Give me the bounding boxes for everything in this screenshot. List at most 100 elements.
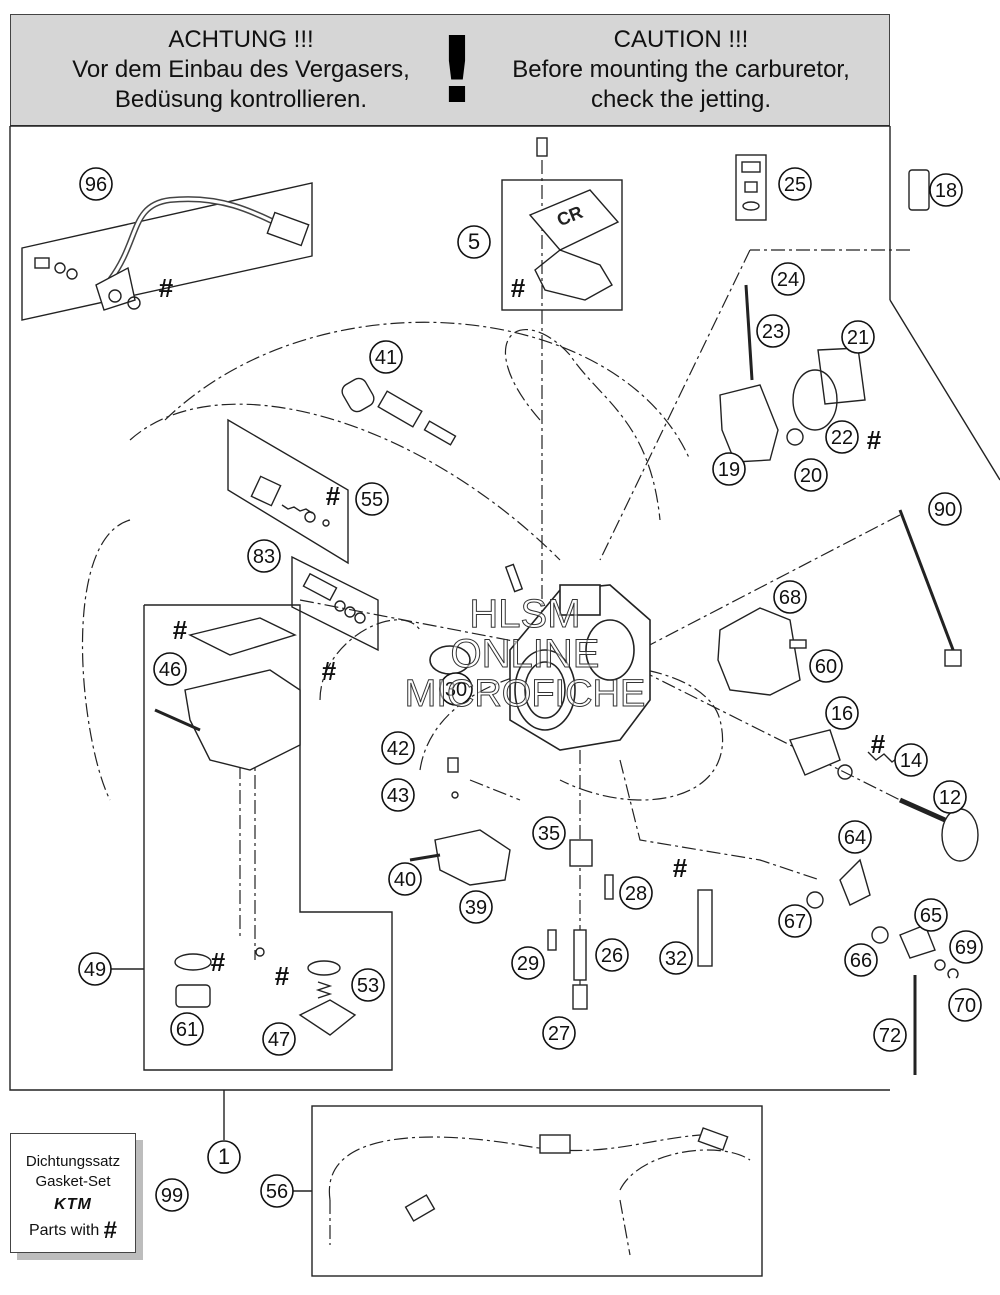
group-box-55 xyxy=(227,418,349,565)
bolt-46 xyxy=(154,708,201,732)
warning-german-line-2: Vor dem Einbau des Vergasers, xyxy=(72,56,410,83)
callout-99: 99 xyxy=(155,1178,189,1212)
callout-number: 27 xyxy=(548,1023,570,1045)
callout-number: 26 xyxy=(601,945,623,967)
callout-90: 90 xyxy=(928,492,962,526)
gasket-hash-mark: # xyxy=(322,656,337,686)
screw-60 xyxy=(789,639,807,649)
hose-loop-right xyxy=(419,664,723,801)
ball-55 xyxy=(322,519,330,527)
callout-number: 18 xyxy=(935,180,957,202)
callout-39: 39 xyxy=(459,890,493,924)
callout-12: 12 xyxy=(933,780,967,814)
callout-67: 67 xyxy=(778,904,812,938)
gasket-set-line-1: Dichtungssatz xyxy=(25,1153,121,1170)
cap-56 xyxy=(697,1127,729,1151)
callout-42: 42 xyxy=(381,731,415,765)
callout-68: 68 xyxy=(773,580,807,614)
callout-61: 61 xyxy=(170,1012,204,1046)
throttle-pulley-12 xyxy=(941,808,979,862)
main-frame xyxy=(9,126,890,1091)
callout-number: 90 xyxy=(934,499,956,521)
callout-circle xyxy=(260,1174,294,1208)
callout-64: 64 xyxy=(838,820,872,854)
part-25-clip xyxy=(744,181,758,193)
callout-number: 66 xyxy=(850,950,872,972)
callout-circle xyxy=(439,672,473,706)
callout-circle xyxy=(595,938,629,972)
axis-throttle xyxy=(639,669,901,801)
callout-5: 5 xyxy=(457,225,491,259)
callout-circle xyxy=(542,1016,576,1050)
callout-circle xyxy=(511,946,545,980)
part-25-washer xyxy=(742,201,760,211)
jet-28 xyxy=(604,874,614,900)
axis-linkage xyxy=(619,759,821,881)
callout-circle xyxy=(933,780,967,814)
callout-circle xyxy=(948,988,982,1022)
o-ring-small xyxy=(255,947,265,957)
callout-43: 43 xyxy=(381,778,415,812)
callout-26: 26 xyxy=(595,938,629,972)
ktm-logo: KTM xyxy=(54,1196,92,1213)
part-32 xyxy=(697,889,713,967)
gasket-hash-mark: # xyxy=(511,273,526,303)
parts-with-label: Parts with xyxy=(28,1222,100,1240)
gasket-hash-mark: # xyxy=(173,615,188,645)
cover-21 xyxy=(817,347,866,405)
callout-number: 69 xyxy=(955,937,977,959)
callout-number: 25 xyxy=(784,174,806,196)
washer-20 xyxy=(786,428,804,446)
callout-46: 46 xyxy=(153,652,187,686)
callout-55: 55 xyxy=(355,482,389,516)
o-ring-22 xyxy=(792,369,838,431)
gasket-float-bowl xyxy=(187,617,297,656)
callout-20: 20 xyxy=(794,458,828,492)
callout-49: 49 xyxy=(78,952,112,986)
parts-with-note: Parts with # xyxy=(11,1219,135,1243)
part-41-body xyxy=(377,390,423,428)
washer-96-b xyxy=(66,268,78,280)
cable-96-inner xyxy=(108,197,291,281)
callout-number: 67 xyxy=(784,911,806,933)
callout-number: 72 xyxy=(879,1025,901,1047)
exclamation-icon: ! xyxy=(436,17,478,124)
part-35 xyxy=(569,839,593,867)
gasket-5 xyxy=(534,249,613,301)
callout-number: 40 xyxy=(394,869,416,891)
callout-number: 16 xyxy=(831,703,853,725)
callout-number: 46 xyxy=(159,659,181,681)
part-25-cap xyxy=(741,161,761,173)
callout-number: 61 xyxy=(176,1019,198,1041)
lever-64 xyxy=(839,858,871,906)
callout-circle xyxy=(619,876,653,910)
carburetor-body xyxy=(429,584,651,751)
callout-32: 32 xyxy=(659,941,693,975)
cable-96 xyxy=(107,196,292,282)
callout-25: 25 xyxy=(778,167,812,201)
part-41-tip xyxy=(423,420,457,446)
pin-40 xyxy=(409,853,441,862)
callout-number: 39 xyxy=(465,897,487,919)
callout-number: 43 xyxy=(387,785,409,807)
callout-circle xyxy=(247,539,281,573)
hash-symbol: # xyxy=(103,1217,118,1244)
gasket-hash-mark: # xyxy=(159,273,174,303)
callout-number: 14 xyxy=(900,750,922,772)
callout-number: 47 xyxy=(268,1029,290,1051)
main-jet-27 xyxy=(572,984,588,1010)
callout-40: 40 xyxy=(388,862,422,896)
lever-65 xyxy=(899,924,936,959)
jet-29 xyxy=(547,929,557,951)
bolt-96 xyxy=(34,257,50,269)
callout-circle xyxy=(457,225,491,259)
callout-30: 30 xyxy=(439,672,473,706)
callout-47: 47 xyxy=(262,1022,296,1056)
callout-number: 42 xyxy=(387,738,409,760)
spring-67 xyxy=(806,891,824,909)
connector-96 xyxy=(266,211,310,247)
callout-circle xyxy=(369,340,403,374)
callout-number: 83 xyxy=(253,546,275,568)
callout-number: 53 xyxy=(357,975,379,997)
callout-number: 70 xyxy=(954,995,976,1017)
